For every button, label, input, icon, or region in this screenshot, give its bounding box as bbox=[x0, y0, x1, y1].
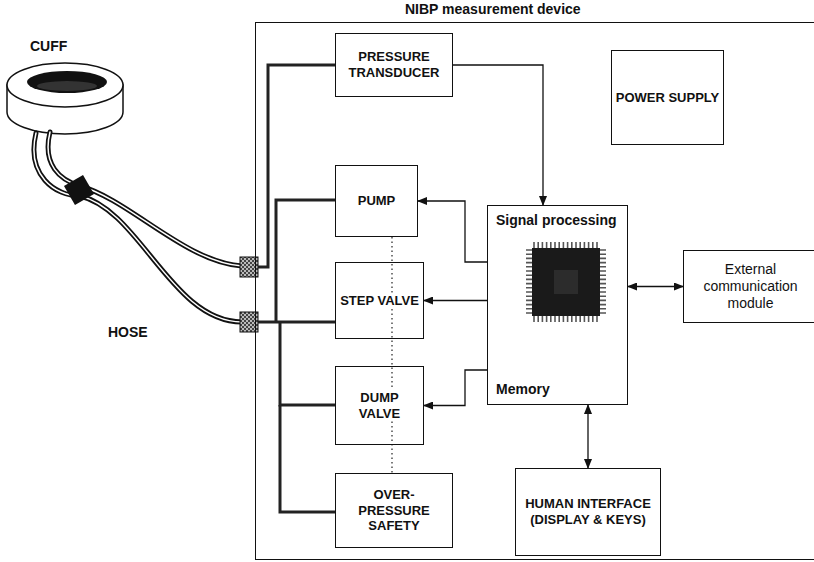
interface-box: HUMAN INTERFACE (DISPLAY & KEYS) bbox=[515, 468, 661, 556]
box-label: POWER SUPPLY bbox=[616, 90, 720, 106]
box-label: PUMP bbox=[358, 193, 396, 209]
power-box: POWER SUPPLY bbox=[611, 50, 724, 145]
box-label: OVER-PRESSURE SAFETY bbox=[339, 487, 449, 534]
box-label: PRESSURE TRANSDUCER bbox=[339, 49, 449, 80]
box-label: HUMAN INTERFACE (DISPLAY & KEYS) bbox=[519, 496, 657, 527]
signal-arrow bbox=[424, 300, 487, 301]
signal-arrow bbox=[587, 405, 588, 468]
part-label: HOSE bbox=[108, 324, 148, 340]
hose-lines bbox=[34, 132, 242, 322]
signal-arrow bbox=[424, 370, 487, 406]
valve-box: STEP VALVE bbox=[335, 262, 424, 339]
part-label: CUFF bbox=[30, 38, 67, 54]
device-housing: NIBP measurement devicePRESSURE TRANSDUC… bbox=[255, 0, 814, 562]
signal-arrow bbox=[418, 201, 487, 262]
safety-box: OVER-PRESSURE SAFETY bbox=[335, 473, 453, 548]
box-label: NIBP measurement device bbox=[405, 1, 581, 17]
box-label: External communication module bbox=[687, 261, 814, 311]
pneumatic-lines bbox=[258, 65, 335, 512]
box-label: DUMP VALVE bbox=[339, 390, 420, 421]
box-label: Signal processing bbox=[496, 212, 617, 229]
box-label: STEP VALVE bbox=[340, 293, 419, 309]
comm-box: External communication module bbox=[683, 250, 814, 323]
transducer-box: PRESSURE TRANSDUCER bbox=[335, 33, 453, 97]
chip-illustration bbox=[526, 242, 606, 322]
pump-box: PUMP bbox=[335, 165, 418, 237]
dotted-link bbox=[391, 237, 392, 473]
valve-box: DUMP VALVE bbox=[335, 366, 424, 445]
box-label: Memory bbox=[496, 381, 550, 398]
cuff-drawing bbox=[7, 63, 123, 134]
signal-arrow bbox=[628, 286, 683, 287]
signal-arrow bbox=[453, 65, 543, 205]
processor-box: Signal processingMemory bbox=[487, 205, 628, 405]
